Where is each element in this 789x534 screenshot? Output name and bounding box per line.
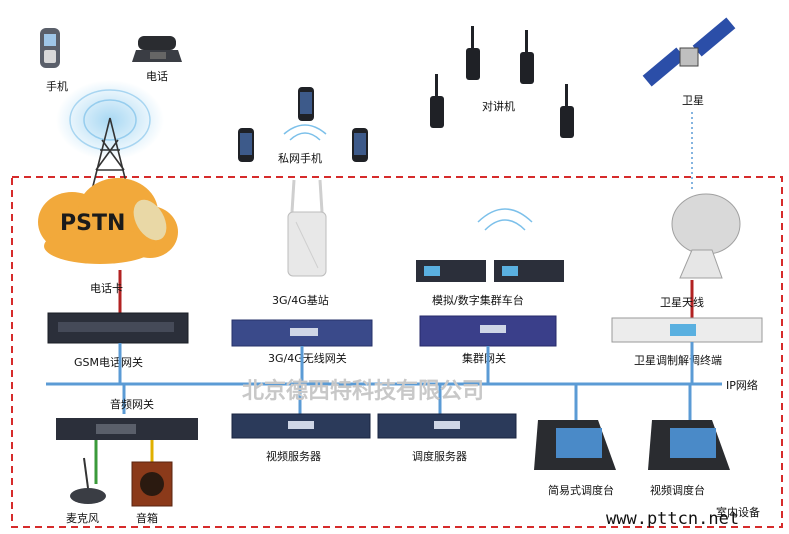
mobile-phone-icon bbox=[40, 28, 60, 68]
indoor-equipment-label: 室内设备 bbox=[716, 505, 760, 519]
sat-modem-label: 卫星调制解调终端 bbox=[634, 353, 722, 367]
simple-console-label: 简易式调度台 bbox=[548, 483, 614, 497]
microphone-icon bbox=[70, 457, 106, 504]
walkie-label: 对讲机 bbox=[482, 99, 515, 113]
video-console-device bbox=[648, 420, 730, 470]
simple-console-device bbox=[534, 420, 616, 470]
indoor-frame bbox=[11, 176, 783, 528]
company-watermark: 北京德西特科技有限公司 bbox=[242, 378, 484, 404]
dispatch-server-device bbox=[377, 413, 517, 439]
phone-card-label: 电话卡 bbox=[90, 282, 123, 295]
phone-label: 电话 bbox=[146, 70, 168, 83]
audio-gateway-device bbox=[56, 418, 198, 440]
desk-phone-icon bbox=[132, 36, 182, 62]
pstn-label: PSTN bbox=[60, 211, 125, 236]
speaker-icon bbox=[131, 461, 173, 507]
wireless-gateway-label: 3G/4G无线网关 bbox=[268, 351, 347, 365]
site-url: www.pttcn.net bbox=[606, 509, 739, 529]
walkie-talkie-icon bbox=[430, 26, 574, 138]
trunk-gateway-label: 集群网关 bbox=[462, 351, 506, 365]
speaker-label: 音箱 bbox=[136, 511, 158, 525]
private-handset-icon bbox=[238, 87, 368, 162]
video-server-device bbox=[231, 413, 371, 439]
ip-network-label: IP网络 bbox=[726, 378, 758, 392]
mobile-label: 手机 bbox=[46, 79, 68, 93]
video-console-label: 视频调度台 bbox=[650, 483, 705, 497]
sat-modem-device bbox=[611, 317, 763, 343]
audio-gateway-label: 音频网关 bbox=[110, 397, 154, 411]
microphone-label: 麦克风 bbox=[66, 512, 99, 525]
private-phone-label: 私网手机 bbox=[278, 151, 322, 165]
video-server-label: 视频服务器 bbox=[266, 449, 321, 463]
base-station-icon bbox=[287, 179, 327, 277]
satellite-label: 卫星 bbox=[682, 94, 704, 107]
cell-tower-icon bbox=[91, 117, 129, 191]
satellite-dish-icon bbox=[671, 193, 741, 279]
dispatch-server-label: 调度服务器 bbox=[412, 449, 467, 463]
wireless-gateway-device bbox=[231, 319, 373, 347]
pstn-cloud-icon bbox=[38, 178, 178, 264]
satellite-icon bbox=[642, 17, 736, 87]
gsm-gateway-device bbox=[47, 312, 189, 344]
trunk-radio-device bbox=[416, 260, 564, 282]
trunk-gateway-device bbox=[419, 315, 557, 347]
trunk-radio-label: 模拟/数字集群车台 bbox=[432, 293, 524, 307]
gsm-gateway-label: GSM电话网关 bbox=[74, 355, 143, 369]
base-station-label: 3G/4G基站 bbox=[272, 293, 329, 307]
sat-antenna-label: 卫星天线 bbox=[660, 295, 704, 309]
